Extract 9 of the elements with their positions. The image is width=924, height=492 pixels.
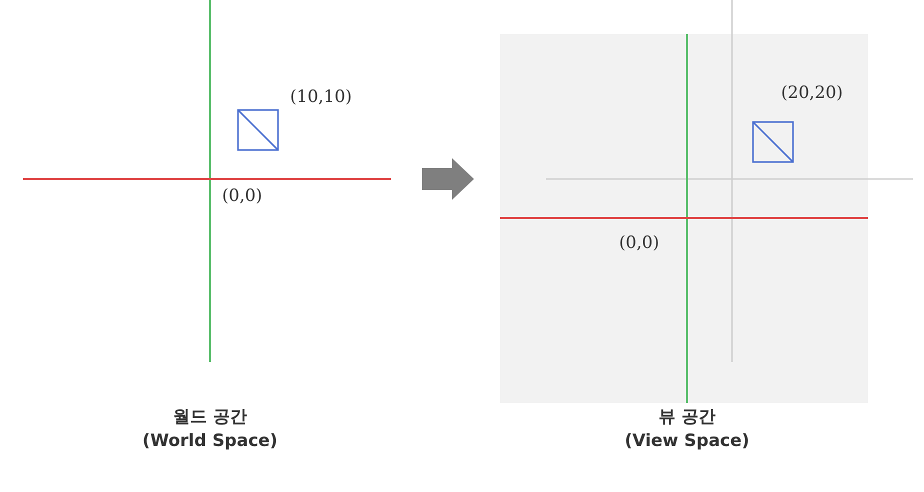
- space-caption: (View Space): [624, 430, 750, 453]
- space-caption: 월드 공간: [173, 406, 247, 429]
- coordinate-label: (0,0): [619, 233, 660, 253]
- space-caption: 뷰 공간: [658, 406, 716, 429]
- coordinate-label: (10,10): [290, 87, 352, 107]
- coordinate-label: (20,20): [781, 83, 843, 103]
- coordinate-label: (0,0): [222, 186, 262, 206]
- arrow: [422, 158, 474, 200]
- space-caption: (World Space): [142, 430, 278, 453]
